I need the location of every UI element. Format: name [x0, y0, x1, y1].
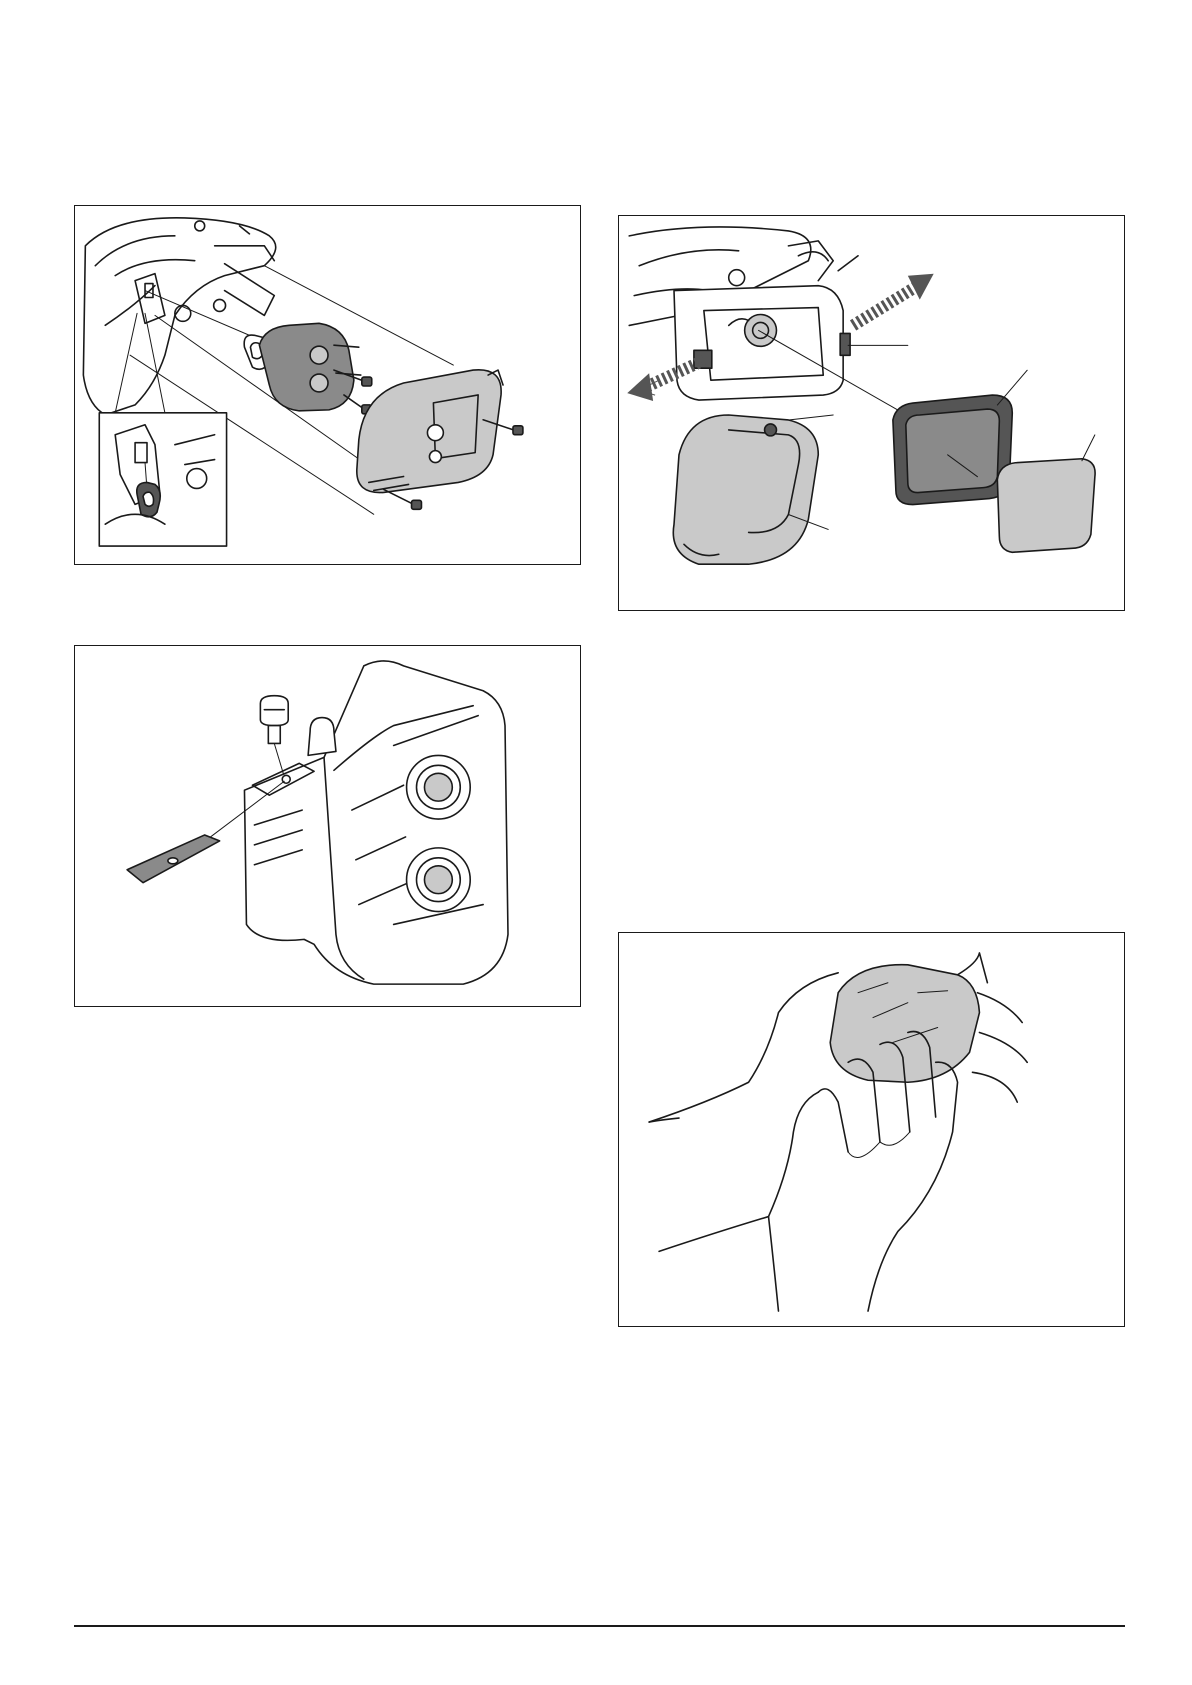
air-filter-illustration: [619, 216, 1124, 610]
muffler-assembly-illustration: [75, 206, 580, 564]
figure-spark-arrester-screen: [74, 645, 581, 1007]
figure-muffler-assembly: [74, 205, 581, 565]
figure-squeeze-air-filter: [618, 932, 1125, 1327]
spark-arrester-illustration: [75, 646, 580, 1006]
screw-icon: [384, 489, 422, 509]
screw-icon: [260, 696, 288, 744]
squeeze-filter-illustration: [619, 933, 1124, 1326]
figure-air-filter-removal: [618, 215, 1125, 611]
double-arrow-icon: [853, 274, 934, 326]
footer-divider: [74, 1625, 1125, 1627]
